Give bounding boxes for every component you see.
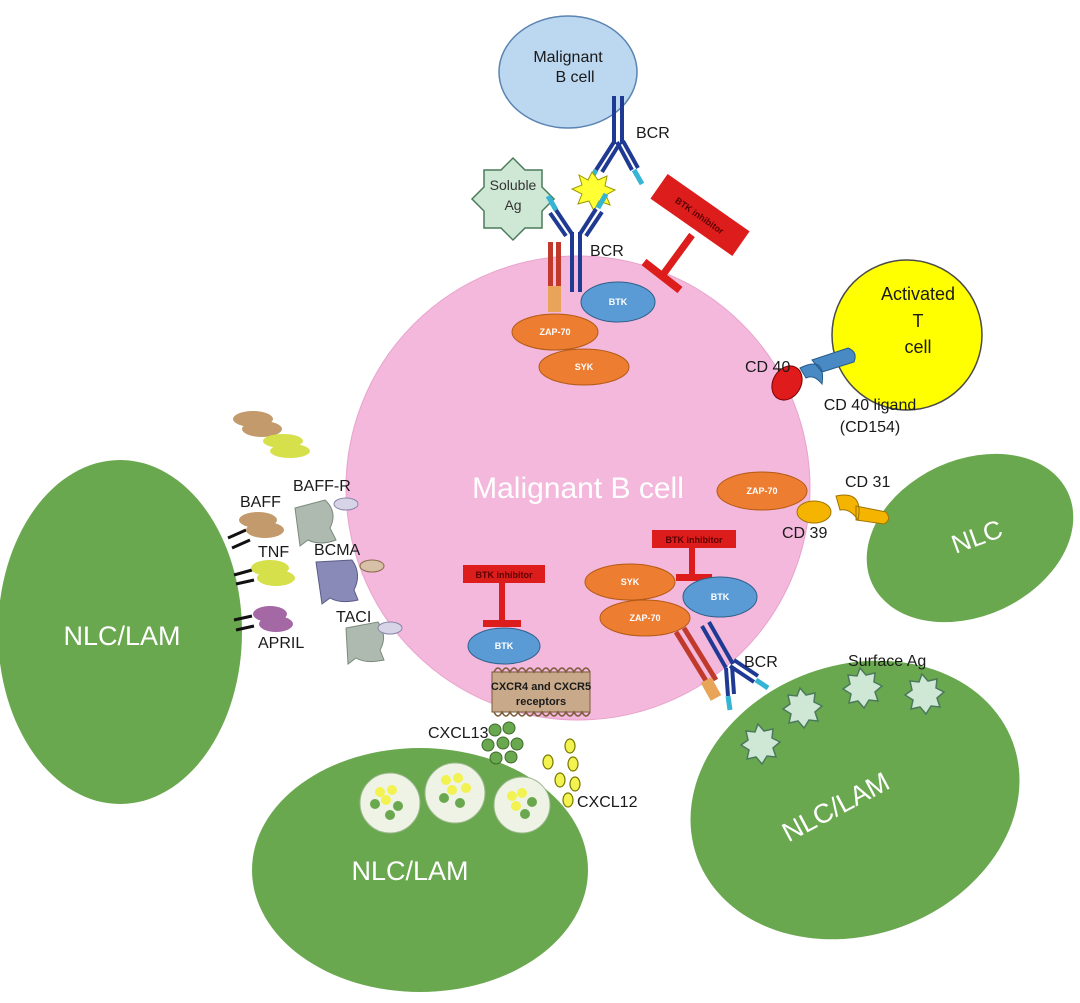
bcma-label: BCMA bbox=[314, 542, 361, 559]
activated-t-cell-label-1: Activated bbox=[881, 284, 955, 304]
zap70-lower-enzyme bbox=[599, 599, 691, 637]
floating-tnf-icon bbox=[263, 434, 310, 458]
malignant-b-cell-top bbox=[498, 15, 638, 129]
cxcr-label-2: receptors bbox=[516, 696, 566, 708]
syk-top-label: SYK bbox=[575, 362, 594, 372]
cxcr-receptor-block bbox=[491, 667, 591, 717]
taci-tip bbox=[377, 621, 403, 635]
cxcl12-label: CXCL12 bbox=[577, 794, 638, 811]
cd40-ligand-label-1: CD 40 ligand bbox=[824, 397, 917, 414]
surface-ag-star-icon bbox=[841, 666, 884, 710]
malignant-b-cell-top-label-1: Malignant bbox=[533, 49, 603, 66]
cd40-label: CD 40 bbox=[745, 359, 790, 376]
baff-r-receptor bbox=[294, 499, 337, 547]
activated-t-cell bbox=[831, 259, 983, 411]
zap70-top-enzyme bbox=[511, 313, 599, 351]
baff-r-label: BAFF-R bbox=[293, 478, 351, 495]
tnf-ligand bbox=[233, 560, 295, 586]
baff-label: BAFF bbox=[240, 494, 281, 511]
soluble-ag-label-1: Soluble bbox=[490, 177, 537, 193]
cd39-label: CD 39 bbox=[782, 525, 827, 542]
cxcl13-dots bbox=[481, 721, 524, 765]
surface-ag-label: Surface Ag bbox=[848, 653, 926, 670]
cd40-receptor bbox=[771, 365, 803, 401]
cd31-receptor bbox=[835, 494, 890, 525]
bcr-top-label: BCR bbox=[636, 125, 670, 142]
cd40-ligand-receptor bbox=[799, 347, 856, 386]
soluble-ag-star-icon bbox=[470, 156, 556, 242]
surface-ag-star-icon bbox=[781, 686, 824, 730]
cxcl12-dots bbox=[542, 738, 581, 808]
btk-inhibitor-lower-left-label: BTK inhibitor bbox=[476, 570, 533, 580]
zap70-top-label: ZAP-70 bbox=[539, 327, 570, 337]
nlc-lam-left-cell bbox=[0, 460, 242, 804]
bcr-top-receptor bbox=[585, 96, 645, 187]
chemokine-vesicle-3 bbox=[493, 776, 551, 834]
malignant-b-cell-top-label-2: B cell bbox=[555, 69, 594, 86]
soluble-ag-label-2: Ag bbox=[504, 197, 521, 213]
btk-lower-left-label: BTK bbox=[495, 641, 514, 651]
zap70-right-enzyme bbox=[716, 471, 808, 511]
surface-ag-star-icon bbox=[903, 672, 946, 716]
syk-lower-label: SYK bbox=[621, 577, 640, 587]
btk-inhibitor-lower-right bbox=[652, 530, 736, 581]
btk-inhibitor-lower-right-label: BTK inhibitor bbox=[666, 535, 723, 545]
btk-lower-right-label: BTK bbox=[711, 592, 730, 602]
antigen-burst-icon bbox=[570, 171, 617, 213]
surface-ag-star-icon bbox=[739, 722, 782, 766]
bcma-tip bbox=[359, 559, 385, 573]
cd31-label: CD 31 bbox=[845, 474, 890, 491]
zap70-lower-label: ZAP-70 bbox=[629, 613, 660, 623]
bcr-mid-label: BCR bbox=[590, 243, 624, 260]
taci-label: TACI bbox=[336, 609, 371, 626]
nlc-lam-left-label: NLC/LAM bbox=[63, 621, 180, 651]
btk-lower-right-enzyme bbox=[682, 576, 758, 618]
btk-top-enzyme bbox=[580, 281, 656, 323]
cd40-ligand-label-2: (CD154) bbox=[840, 419, 900, 436]
baff-ligand bbox=[227, 512, 284, 550]
btk-inhibitor-lower-left bbox=[463, 565, 545, 627]
bcr-lower-label: BCR bbox=[744, 654, 778, 671]
april-ligand bbox=[233, 606, 293, 632]
btk-top-label: BTK bbox=[609, 297, 628, 307]
cd39-receptor bbox=[796, 500, 832, 524]
bcr-lower-receptor bbox=[673, 621, 770, 711]
btk-lower-left-enzyme bbox=[467, 627, 541, 665]
cxcl13-label: CXCL13 bbox=[428, 725, 489, 742]
chemokine-vesicle-1 bbox=[359, 772, 421, 834]
syk-lower-enzyme bbox=[584, 563, 676, 601]
btk-inhibitor-top bbox=[641, 174, 750, 294]
malignant-b-cell-center-label: Malignant B cell bbox=[472, 472, 684, 505]
cxcr-label-1: CXCR4 and CXCR5 bbox=[491, 681, 591, 693]
activated-t-cell-label-2: T bbox=[913, 311, 924, 331]
chemokine-vesicle-2 bbox=[424, 762, 486, 824]
surface-ag-icons bbox=[739, 666, 946, 766]
baff-r-tip bbox=[333, 497, 359, 511]
bcr-mid-receptor bbox=[545, 192, 609, 312]
bcma-receptor bbox=[315, 559, 359, 605]
zap70-right-label: ZAP-70 bbox=[746, 486, 777, 496]
tnf-label: TNF bbox=[258, 544, 289, 561]
nlc-right-cell bbox=[866, 453, 1074, 623]
nlc-lam-bottom-label: NLC/LAM bbox=[351, 856, 468, 886]
syk-top-enzyme bbox=[538, 348, 630, 386]
floating-baff-icon bbox=[233, 411, 282, 437]
april-label: APRIL bbox=[258, 635, 304, 652]
activated-t-cell-label-3: cell bbox=[904, 337, 931, 357]
